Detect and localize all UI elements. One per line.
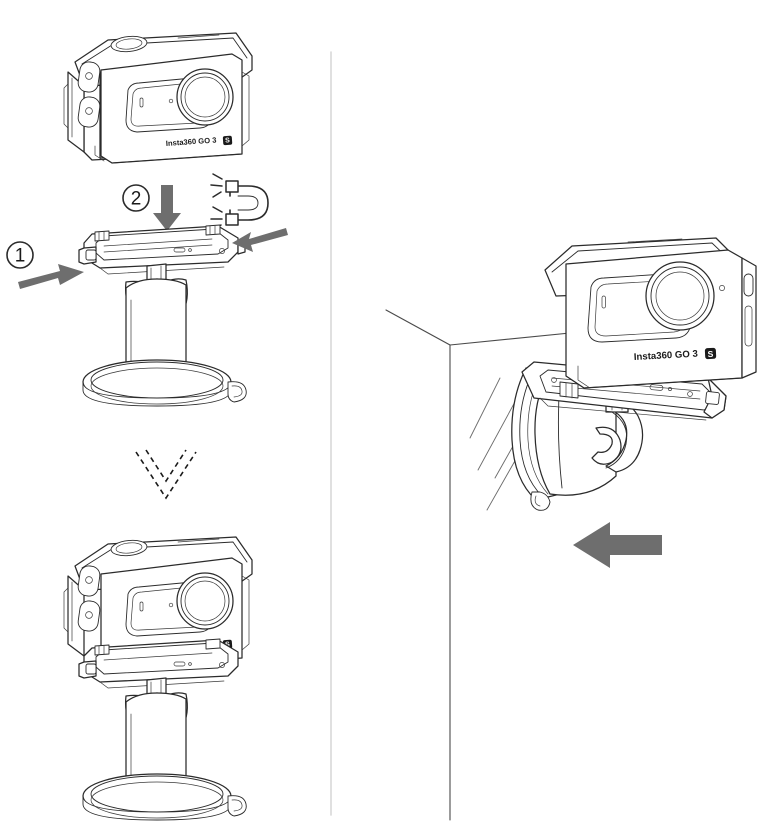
brand-badge-letter-2: S: [225, 641, 230, 648]
suction-cup-mount-top: [82, 263, 247, 407]
step-2-number: 2: [131, 189, 142, 210]
downward-chevron: [135, 449, 197, 500]
magnetic-mount-bar: [78, 224, 246, 275]
magnet-icon: [210, 173, 269, 231]
cylinder-body: [125, 278, 187, 373]
step-1-right-pointing-arrow: [18, 264, 84, 289]
brand-label-wall: Insta360 GO 3: [634, 349, 698, 363]
camera-detached-above-mount: Insta360 GO 3 S: [63, 32, 253, 164]
brand-label: Insta360 GO 3: [166, 135, 217, 148]
camera-attached-to-mount: Insta360 GO 3 S: [63, 536, 253, 821]
clamp-arrow-right-side: [232, 228, 288, 252]
power-button: [77, 61, 101, 93]
top-shutter-button: [110, 35, 148, 53]
brand-badge-box-wall: [704, 347, 717, 360]
wall-mounted-result: Insta360 GO 3 S: [385, 237, 757, 821]
step-2-callout: 2: [122, 184, 150, 212]
camera-on-wall: Insta360 GO 3 S: [544, 237, 757, 389]
brand-badge-letter: S: [225, 137, 230, 144]
step-1-number: 1: [15, 246, 26, 267]
lens-barrel: [176, 68, 234, 126]
mode-button: [77, 96, 101, 128]
step-1-callout: 1: [6, 241, 34, 269]
brand-badge-letter-wall: S: [707, 349, 714, 359]
release-pull-tab: [227, 381, 247, 403]
top-shutter-button-2: [110, 539, 148, 557]
brand-badge-box: [222, 135, 233, 146]
step-2-down-arrow: [153, 185, 181, 231]
press-to-wall-arrow: [573, 522, 662, 568]
